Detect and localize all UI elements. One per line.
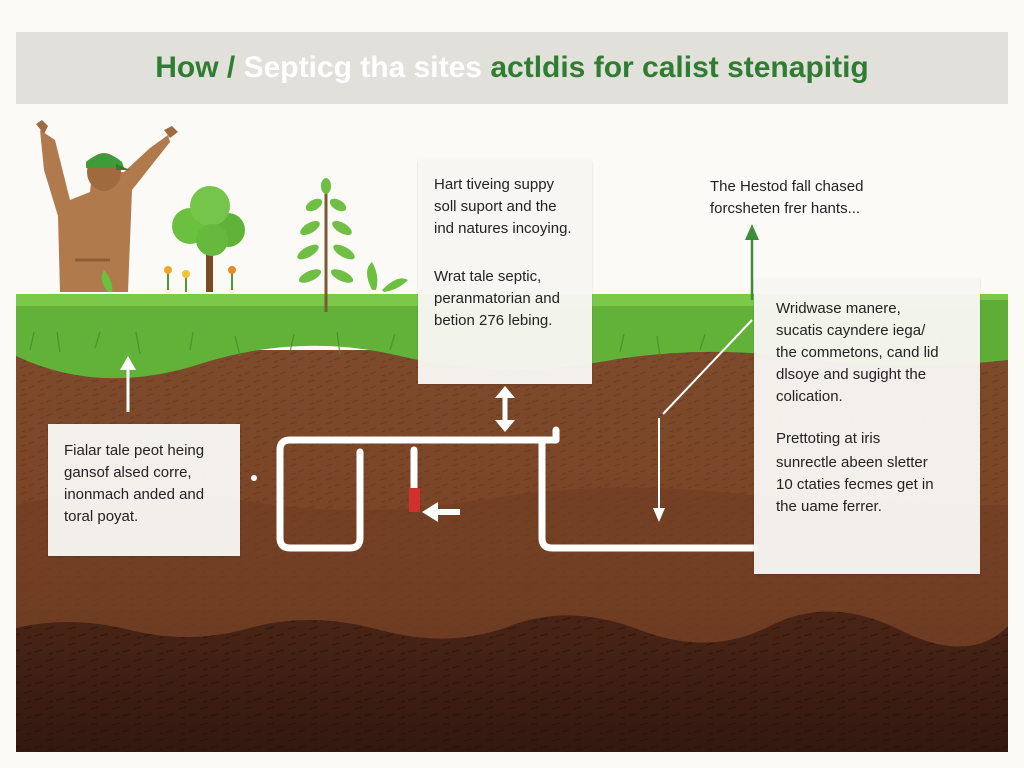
white-arrows [120,319,753,522]
flower-icon [164,266,236,292]
title-part-3: actldis for calist stenapitig [490,51,869,84]
red-pipe-marker [409,488,420,512]
sapling-icon [297,178,355,312]
right-info-box: Wridwase manere, sucatis cayndere iega/ … [754,278,980,574]
leafy-plant-icon [101,262,408,292]
left-box-text: Fialar tale peot heing gansof alsed corr… [64,442,205,525]
title-part-2: Septicg tha sites [243,51,482,84]
center-info-box: Hart tiveing suppy soll suport and the i… [418,160,592,384]
farmer-with-green-cap-icon [36,120,178,292]
center-box-text: Hart tiveing suppy soll suport and the i… [434,176,572,237]
green-arrow [745,224,759,300]
right-box-heading-1: Wridwase manere, [776,300,901,317]
left-info-box: Fialar tale peot heing gansof alsed corr… [48,424,240,556]
round-tree-icon [172,186,245,292]
right-box-body-2: sunrectle abeen sletter 10 ctaties fecme… [776,454,934,515]
right-box-heading-2: Prettoting at iris [776,430,881,447]
page-title: How / Septicg tha sites actldis for cali… [16,32,1008,104]
top-right-caption: The Hestod fall chased forcsheten frer h… [710,178,864,217]
center-box-heading: Wrat tale septic, [434,268,542,285]
right-box-body-1: sucatis cayndere iega/ the commetons, ca… [776,322,939,405]
grass-patch-right [978,300,1008,360]
title-part-1: How / [155,51,236,84]
title-bar: How / Septicg tha sites actldis for cali… [16,32,1008,104]
center-box-body: peranmatorian and betion 276 lebing. [434,290,560,329]
